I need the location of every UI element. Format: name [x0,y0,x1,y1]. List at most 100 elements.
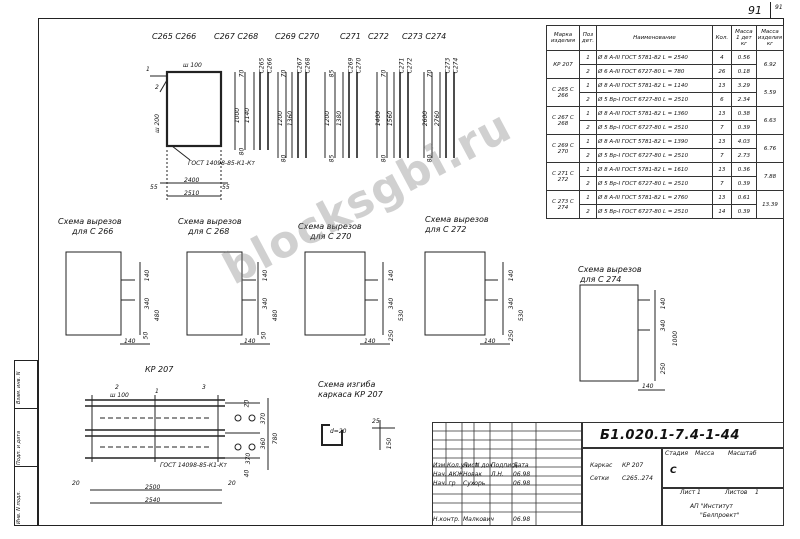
mark-cell: КР 207 [546,50,580,79]
cut-dim: 340 [388,297,396,310]
cut-dim: 140 [244,338,256,345]
kp-pos: 3 [202,384,206,391]
title-block-stage-cell [662,448,784,488]
bar-dim: 2600 [422,110,430,127]
table-header: Марка изделия [546,25,580,51]
pos-cell: 1 [579,78,597,93]
name-cell: Ø 5 Вр-I ГОСТ 6727-80 L = 2510 [596,92,713,107]
kp-dim: 360 [260,437,268,450]
bend-dim: d=20 [330,428,347,435]
bar-dim: 85 [328,154,336,163]
table-header: Наименование [596,25,713,51]
cut-scheme-subtitle: для С 270 [310,232,352,241]
bar-dim: C267 [296,57,304,74]
bend-title: Схема изгиба [318,380,376,389]
scale-label: Масштаб [728,450,757,457]
title-block-code-cell [582,422,784,448]
qty-cell: 13 [711,190,732,205]
mass-cell: 0.39 [730,204,757,219]
product-label: Сетки [590,475,609,482]
qty-cell: 26 [711,64,732,79]
mark-cell: С 265 С 266 [546,78,580,107]
stamp-col-header: Подпись [491,462,518,469]
stamp-role: Нач. гр [433,480,456,487]
mark-cell: С 269 С 270 [546,134,580,163]
name-cell: Ø 8 А-III ГОСТ 5781-82 L = 1140 [596,78,713,93]
mesh-label: С272 [368,32,389,41]
bar-dim: 1360 [287,110,295,127]
stamp-col-header: Лист [463,462,479,469]
kp-207-drawing [85,395,269,504]
org-line1: АП "Институт [690,503,733,510]
cut-dim: 530 [398,309,406,322]
pos-label: 2 [155,84,159,91]
cut-dim: 340 [144,297,152,310]
total-mass-cell: 6.63 [755,106,785,135]
cut-dim: 140 [364,338,376,345]
page-number: 91 [748,4,762,17]
page-number-divider [770,2,771,18]
dim-label: 2510 [184,190,200,197]
name-cell: Ø 8 А-III ГОСТ 5781-82 L = 1360 [596,106,713,121]
title-block-org-cell [662,488,784,526]
cut-dim: 140 [642,383,654,390]
side-stamp [14,360,39,526]
bar-dim: C268 [304,57,312,74]
mass-cell: 0.56 [730,50,757,65]
kp-pos: 2 [115,384,119,391]
table-header: Масса 1 дет кг [730,25,757,51]
leader-line [159,79,168,93]
stamp-role: Нач. АКЖ [433,471,464,478]
product-value: С265..274 [622,475,653,482]
bend-subtitle: каркаса КР 207 [318,390,383,399]
cut-dim: 50 [260,331,268,340]
mesh-label: С273 С274 [402,32,447,41]
kp-dim: 20 [72,480,80,487]
bar-dim: C274 [452,57,460,74]
kp-dim: ш 100 [110,392,129,399]
cut-dim: 530 [518,309,526,322]
qty-cell: 13 [711,106,732,121]
bar-dim: 70 [280,69,288,78]
pos-cell: 1 [579,106,597,121]
pos-cell: 1 [579,190,597,205]
cut-scheme-subtitle: для С 268 [188,227,230,236]
stage-label: Стадия [665,450,689,457]
pos-cell: 2 [579,148,597,163]
cut-dim: 480 [272,309,280,322]
bar-dim: C270 [355,57,363,74]
name-cell: Ø 5 Вр-I ГОСТ 6727-80 L = 2510 [596,176,713,191]
mark-cell: С 267 С 268 [546,106,580,135]
mass-cell: 0.36 [730,162,757,177]
side-cell [15,361,39,409]
pos-cell: 2 [579,204,597,219]
qty-cell: 7 [711,148,732,163]
bend-dim: 25 [372,418,380,425]
kp-dim: 780 [272,432,280,445]
bar-dim: 1200 [277,110,285,127]
cut-dim: 250 [660,362,668,375]
cut-dim: 140 [484,338,496,345]
total-mass-cell: 6.76 [755,134,785,163]
cut-scheme-title: Схема вырезов [578,265,642,274]
bar-dim: C272 [406,57,414,74]
stamp-nkontr-name: Малкович [463,516,494,523]
cut-dim: 140 [144,269,152,282]
mass-cell: 0.38 [730,106,757,121]
total-mass-cell: 5.59 [755,78,785,107]
org-line2: "Белпроект" [700,512,740,519]
qty-cell: 13 [711,134,732,149]
stamp-date: 06.98 [513,471,531,478]
cut-scheme-subtitle: для С 272 [425,225,467,234]
cut-scheme-title: Схема вырезов [298,222,362,231]
cut-dim: 250 [388,329,396,342]
bar-dim: C273 [444,57,452,74]
sheets-label: Листов [725,489,748,496]
kp-gost: ГОСТ 14098-85-К1-Кт [160,462,227,469]
name-cell: Ø 8 А-III ГОСТ 5781-82 L = 2760 [596,190,713,205]
dim-label: ш 200 [153,114,161,133]
